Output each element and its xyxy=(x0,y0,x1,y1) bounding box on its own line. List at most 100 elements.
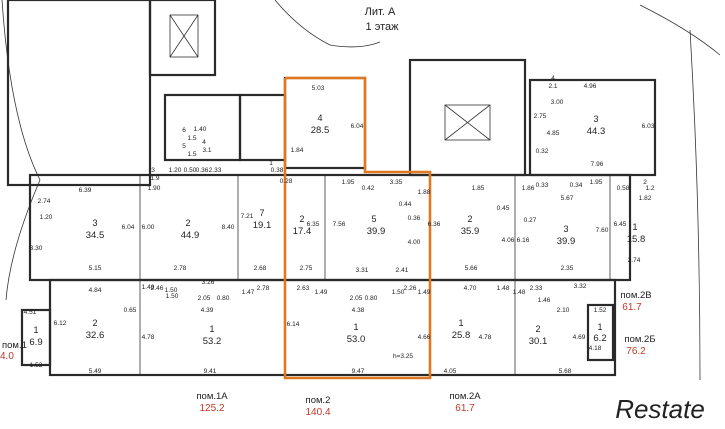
room-area: 17.4 xyxy=(293,226,312,237)
dim-label: 1.40 xyxy=(194,126,207,133)
plan-title: Лит. А xyxy=(365,6,396,18)
dim-label: 2.75 xyxy=(300,265,313,272)
dim-label: 0.65 xyxy=(124,307,137,314)
dim-label: 4.18 xyxy=(589,345,602,352)
dim-label: 0.34 xyxy=(570,182,583,189)
dim-label: 6.14 xyxy=(287,321,300,328)
dim-label: 2.35 xyxy=(561,265,574,272)
room-number: 2 xyxy=(535,324,540,334)
premise-label: пом.2Б xyxy=(624,334,655,345)
dim-label: 2.05 xyxy=(198,295,211,302)
dim-label: 6.12 xyxy=(54,320,67,327)
room-area: 6.2 xyxy=(593,333,606,344)
dim-label: 1.52 xyxy=(30,362,43,369)
small-room-area: 3.1 xyxy=(202,147,211,154)
dim-label: 0.36 xyxy=(408,215,421,222)
room-height-note: h=3.25 xyxy=(393,353,413,360)
room-area: 25.8 xyxy=(452,330,471,341)
room-number: 5 xyxy=(371,214,376,224)
premise-label: пом.1А xyxy=(196,391,228,402)
dim-label: 5.15 xyxy=(89,265,102,272)
dim-label: 0.32 xyxy=(536,148,549,155)
right-arc-line-2 xyxy=(639,4,721,56)
room-number: 1 xyxy=(597,322,602,332)
elevator-diagonal xyxy=(444,104,491,141)
room-number: 1 xyxy=(209,324,214,334)
dim-label: 3.32 xyxy=(574,283,587,290)
dim-label: 3.31 xyxy=(356,267,369,274)
dim-label: 0.45 xyxy=(497,205,510,212)
small-room-number: 1 xyxy=(269,160,273,167)
dim-label: 0.33 xyxy=(536,182,549,189)
small-room-area: 1.84 xyxy=(291,147,304,154)
dim-label: 7.60 xyxy=(596,227,609,234)
watermark-text: Restate xyxy=(615,394,705,424)
dim-label: 2.46 xyxy=(151,285,164,292)
plan-subtitle: 1 этаж xyxy=(366,21,400,33)
room-number: 7 xyxy=(259,208,264,218)
room-area: 44.9 xyxy=(181,230,200,241)
room-number: 2 xyxy=(299,214,304,224)
small-room-area: 2.1 xyxy=(548,83,557,90)
dim-label: 6.04 xyxy=(122,224,135,231)
dim-label: 8.40 xyxy=(222,224,235,231)
dim-label: 4.38 xyxy=(352,307,365,314)
dim-label: 0.58 xyxy=(617,185,630,192)
dim-label: 2.05 xyxy=(350,295,363,302)
small-room-number: 2 xyxy=(643,179,647,186)
small-room-number: 4 xyxy=(202,139,206,146)
premise-value: 140.4 xyxy=(305,407,330,418)
room-labels: 4 28.5 3 34.5 2 44.9 7 19.1 2 17.4 5 39.… xyxy=(29,113,645,348)
dim-label: 1.82 xyxy=(639,195,652,202)
room-area: 34.5 xyxy=(86,230,105,241)
dim-label: 2.78 xyxy=(257,285,270,292)
dim-label: 4.00 xyxy=(408,239,421,246)
stair-block xyxy=(148,0,217,77)
dim-label: 1.52 xyxy=(594,307,607,314)
dim-label: 2.75 xyxy=(534,113,547,120)
premise-label: пом.2А xyxy=(449,391,481,402)
small-room-area: 1.5 xyxy=(187,151,196,158)
premise-label: пом.2 xyxy=(306,395,331,406)
dim-label: 6.35 xyxy=(307,221,320,228)
room-area: 53.2 xyxy=(203,336,222,347)
dim-label: 2.78 xyxy=(174,265,187,272)
room-number: 2 xyxy=(92,318,97,328)
dim-label: 4.51 xyxy=(24,309,37,316)
small-room-number: 3 xyxy=(151,167,155,174)
room-area: 53.0 xyxy=(347,334,366,345)
dim-label: 4.85 xyxy=(547,130,560,137)
premise-label: пом.1 xyxy=(2,340,27,351)
middle-row xyxy=(28,173,632,282)
dim-label: 1.48 xyxy=(513,289,526,296)
premise-value: 76.2 xyxy=(626,346,646,357)
dim-label: 4.78 xyxy=(142,334,155,341)
small-room-number: 6 xyxy=(182,127,186,134)
dim-label: 6.36 xyxy=(428,221,441,228)
room-number: 2 xyxy=(467,214,472,224)
dim-label: 4.70 xyxy=(464,285,477,292)
dim-label: 2.74 xyxy=(628,257,641,264)
small-room-area: 1.5 xyxy=(187,135,196,142)
room-area: 39.9 xyxy=(557,236,576,247)
dim-label: 2.26 xyxy=(404,285,417,292)
room-number: 3 xyxy=(593,114,598,124)
room-number: 3 xyxy=(563,224,568,234)
room-number: 1 xyxy=(632,222,637,232)
room-area: 28.5 xyxy=(311,125,330,136)
lower-row xyxy=(48,278,617,377)
dim-label: 1.50 xyxy=(392,289,405,296)
room-area: 30.1 xyxy=(529,336,548,347)
dim-label: 0.36 xyxy=(196,167,209,174)
room-area: 15.8 xyxy=(627,234,646,245)
room-area: 6.9 xyxy=(29,337,42,348)
dim-label: 1.50 xyxy=(166,293,179,300)
dim-label: 4.66 xyxy=(418,334,431,341)
stair-block-right xyxy=(408,58,527,177)
dim-label: 4.78 xyxy=(479,334,492,341)
room-number: 4 xyxy=(317,113,322,123)
dim-label: 1.49 xyxy=(418,289,431,296)
dim-label: 9.41 xyxy=(204,368,217,375)
dim-label: 6.45 xyxy=(614,221,627,228)
